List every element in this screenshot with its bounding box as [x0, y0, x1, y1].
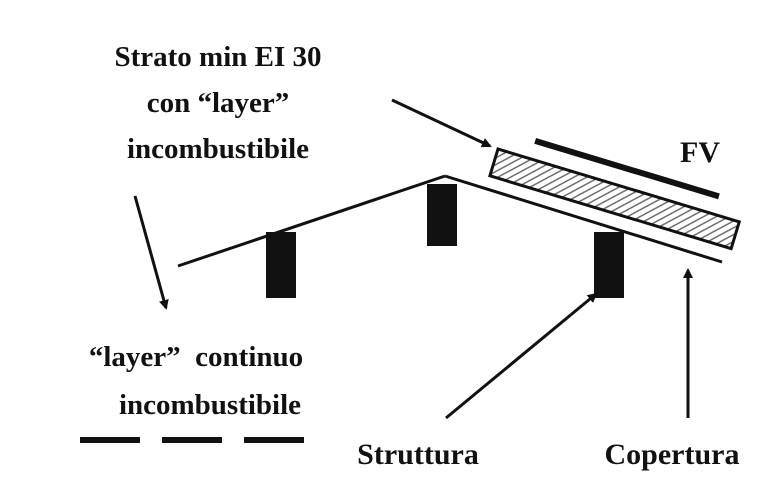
- label-fv: FV: [680, 136, 720, 169]
- pv-module: [534, 138, 720, 200]
- arrow-struttura-to-beam: [445, 292, 598, 420]
- label-strato-line3: incombustibile: [127, 133, 309, 165]
- roof-left-slope: [177, 174, 446, 268]
- pv-panel: [534, 138, 720, 200]
- label-strato-line2: con “layer”: [147, 87, 290, 119]
- label-layer-continuo-line2: incombustibile: [119, 389, 301, 421]
- fire-layer-with-pv: [488, 147, 742, 251]
- label-struttura: Struttura: [357, 438, 479, 471]
- label-strato-line1: Strato min EI 30: [114, 41, 321, 73]
- label-copertura: Copertura: [605, 438, 740, 471]
- structure-beam-center: [427, 184, 457, 246]
- fire-resistant-layer: [488, 147, 742, 251]
- structure-beam-left: [266, 232, 296, 298]
- label-layer-continuo-line1: “layer” continuo: [89, 341, 303, 373]
- structure-beam-right: [594, 232, 624, 298]
- arrow-incombustibile-down: [133, 195, 169, 310]
- arrow-strato-to-layer: [391, 98, 492, 148]
- roof-right-slope: [444, 174, 723, 264]
